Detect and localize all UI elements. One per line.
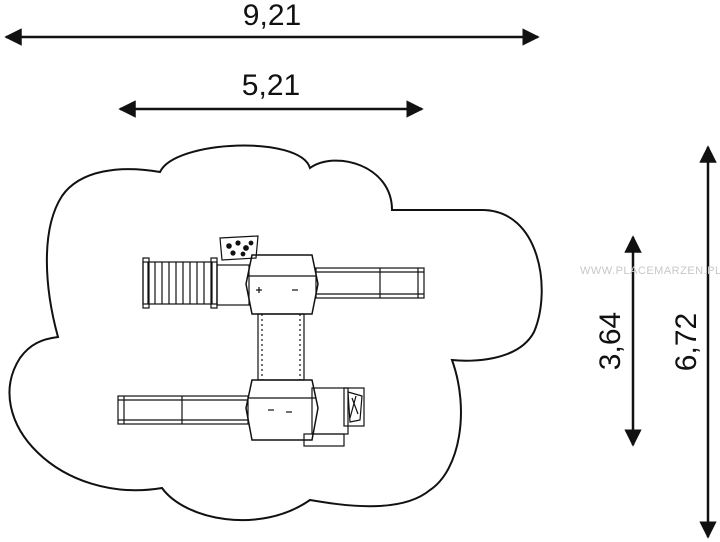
lower-tower bbox=[245, 379, 319, 441]
overall-depth-label: 6,72 bbox=[670, 313, 703, 371]
overall-width-dimension: 9,21 bbox=[4, 0, 540, 46]
upper-slide bbox=[315, 267, 425, 299]
safety-zone-outline bbox=[8, 144, 543, 522]
playground-structure bbox=[117, 235, 425, 447]
upper-ramp bbox=[142, 257, 218, 309]
bridge bbox=[257, 313, 305, 381]
structure-width-label: 5,21 bbox=[242, 69, 300, 102]
structure-depth-label: 3,64 bbox=[594, 312, 627, 370]
overall-depth-dimension: 6,72 bbox=[670, 145, 717, 539]
upper-tower bbox=[245, 254, 319, 315]
structure-depth-dimension: 3,64 bbox=[594, 235, 642, 447]
climbing-panel bbox=[219, 235, 259, 261]
watermark-text: WWW.PLACEMARZEN.PL bbox=[580, 265, 720, 277]
lower-platform bbox=[303, 387, 365, 447]
structure-width-dimension: 5,21 bbox=[118, 69, 424, 118]
lower-slide bbox=[117, 395, 249, 425]
overall-width-label: 9,21 bbox=[243, 0, 301, 32]
